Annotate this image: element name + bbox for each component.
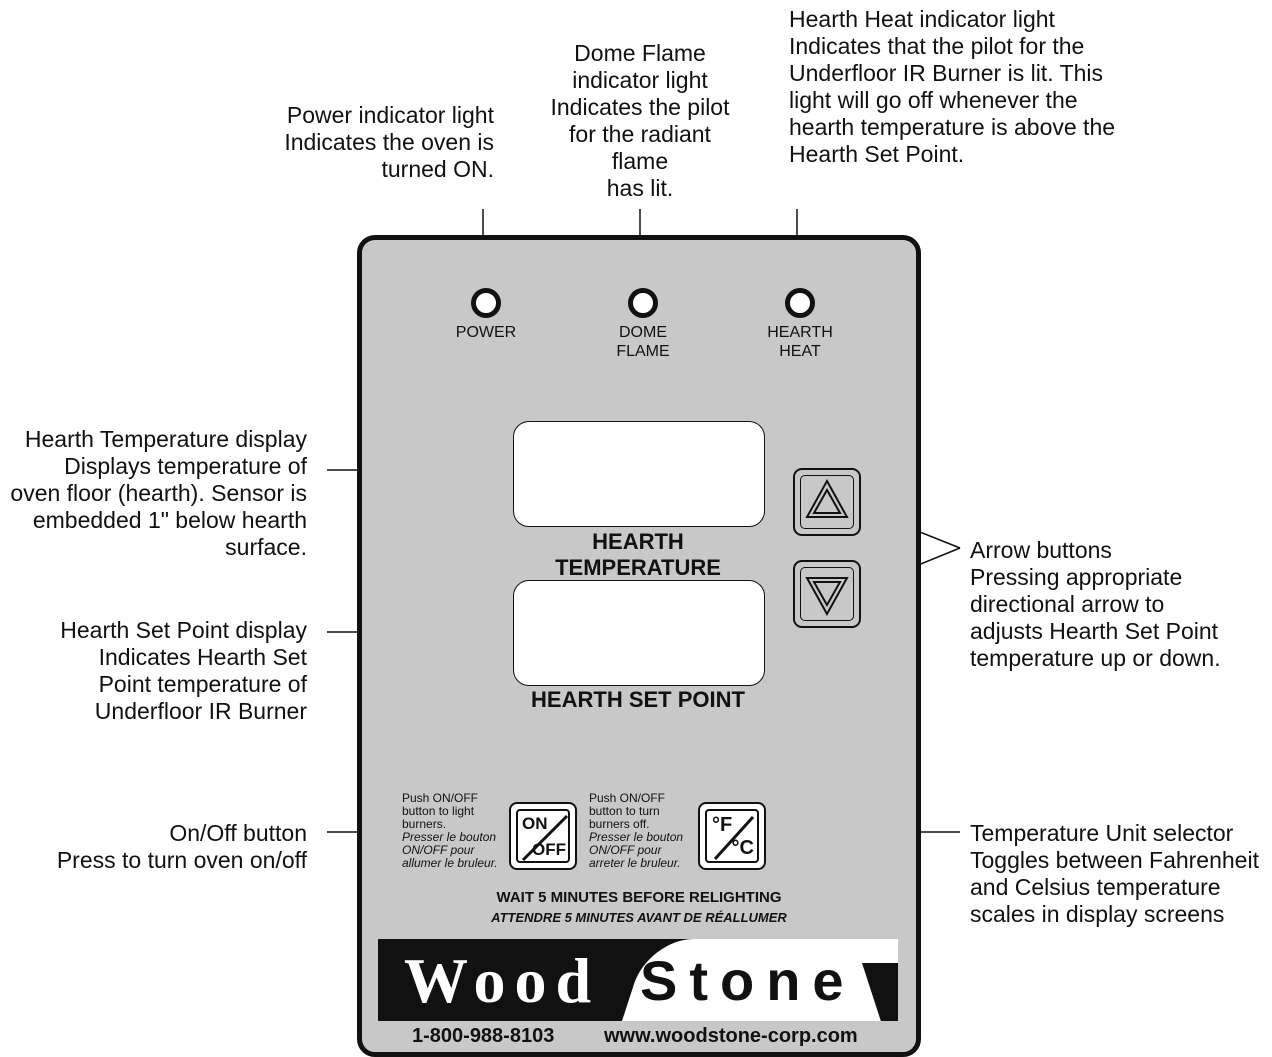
arrows-annotation: Arrow buttons Pressing appropriate direc… [970, 537, 1221, 672]
set-point-annotation-title: Hearth Set Point display [60, 617, 307, 643]
arrow-down-button-bezel [800, 567, 854, 621]
website-url: www.woodstone-corp.com [604, 1025, 858, 1047]
celsius-label: °C [731, 837, 754, 859]
arrows-annotation-line: directional arrow to [970, 591, 1165, 617]
onoff-instructions-line-fr: allumer le bruleur. [402, 856, 498, 870]
hearth-temp-annotation: Hearth Temperature display Displays temp… [10, 426, 307, 561]
hearth-temperature-display [513, 421, 765, 527]
hearth-lamp-label: HEARTH HEAT [755, 323, 845, 361]
arrows-annotation-title: Arrow buttons [970, 537, 1112, 563]
on-off-button[interactable]: ON OFF [509, 802, 577, 870]
hearth-temp-annotation-title: Hearth Temperature display [24, 426, 307, 452]
off-instructions-line: Push ON/OFF [589, 791, 666, 805]
hearth-temp-annotation-line: surface. [225, 534, 307, 560]
unit-annotation: Temperature Unit selector Toggles betwee… [970, 820, 1259, 928]
hearth-temp-annotation-line: embedded 1" below hearth [32, 507, 307, 533]
dome-annotation-title: indicator light [572, 67, 708, 93]
dome-annotation: Dome Flame indicator light Indicates the… [540, 40, 740, 202]
off-instructions-line: button to turn [589, 804, 660, 818]
hearth-temperature-label-line: HEARTH [592, 529, 684, 554]
fahrenheit-label: °F [712, 814, 733, 836]
hearth-temp-annotation-line: oven floor (hearth). Sensor is [10, 480, 307, 506]
hearth-heat-annotation-line: Indicates that the pilot for the [789, 33, 1085, 59]
on-label: ON [522, 814, 548, 833]
hearth-temp-annotation-line: Displays temperature of [64, 453, 307, 479]
power-lamp-label-line: POWER [455, 324, 517, 341]
phone-number: 1-800-988-8103 [412, 1025, 555, 1047]
unit-annotation-line: and Celsius temperature [970, 874, 1221, 900]
hearth-heat-annotation-title: Hearth Heat indicator light [789, 6, 1055, 32]
hearth-heat-indicator-light [785, 288, 815, 318]
dome-lamp-label-line: FLAME [616, 343, 670, 360]
logo-word-wood: Wood [404, 945, 601, 1016]
hearth-temperature-label: HEARTH TEMPERATURE [513, 529, 763, 581]
set-point-annotation: Hearth Set Point display Indicates Heart… [60, 617, 307, 725]
dome-annotation-line: has lit. [606, 175, 674, 201]
onoff-instructions-line-fr: ON/OFF pour [402, 843, 475, 857]
relight-warning-fr: ATTENDRE 5 MINUTES AVANT DE RÉALLUMER [491, 910, 787, 925]
arrow-up-button-bezel [800, 475, 854, 529]
off-label: OFF [532, 840, 566, 859]
woodstone-logo: Wood Stone [378, 939, 898, 1021]
onoff-annotation-line: Press to turn oven on/off [56, 847, 307, 873]
onoff-instructions: Push ON/OFF button to light burners. Pre… [402, 792, 498, 870]
power-annotation: Power indicator light Indicates the oven… [284, 102, 494, 183]
on-off-divider-icon [521, 814, 569, 862]
logo-word-stone: Stone [640, 949, 856, 1012]
hearth-lamp-label-line: HEARTH [767, 324, 833, 341]
temperature-unit-button[interactable]: °F °C [698, 802, 766, 870]
set-point-annotation-line: Indicates Hearth Set [98, 644, 307, 670]
onoff-instructions-line: Push ON/OFF [402, 791, 479, 805]
dome-annotation-title: Dome Flame [574, 40, 706, 66]
hearth-set-point-display [513, 580, 765, 686]
off-instructions-line-fr: Presser le bouton [589, 830, 684, 844]
arrows-annotation-line: Pressing appropriate [970, 564, 1183, 590]
hearth-heat-annotation: Hearth Heat indicator light Indicates th… [789, 6, 1115, 168]
down-arrow-icon [805, 577, 849, 617]
hearth-temperature-label-line: TEMPERATURE [555, 555, 721, 580]
unit-divider-icon [713, 815, 755, 861]
unit-annotation-title: Temperature Unit selector [970, 820, 1234, 846]
arrows-annotation-line: adjusts Hearth Set Point [970, 618, 1219, 644]
onoff-annotation-title: On/Off button [169, 820, 307, 846]
off-instructions-line-fr: arreter le bruleur. [589, 856, 681, 870]
arrow-down-button[interactable] [793, 560, 861, 628]
set-point-annotation-line: Point temperature of [98, 671, 307, 697]
control-panel: POWER DOME FLAME HEARTH HEAT HEARTH TEMP… [357, 235, 921, 1057]
unit-annotation-line: scales in display screens [970, 901, 1225, 927]
dome-annotation-line: for the radiant flame [569, 121, 711, 174]
power-lamp-label: POWER [441, 323, 531, 342]
off-instructions-line-fr: ON/OFF pour [589, 843, 662, 857]
dome-annotation-line: Indicates the pilot [550, 94, 730, 120]
arrow-up-button[interactable] [793, 468, 861, 536]
dome-lamp-label: DOME FLAME [598, 323, 688, 361]
hearth-heat-annotation-line: hearth temperature is above the [789, 114, 1116, 140]
power-indicator-light [471, 288, 501, 318]
on-off-button-face: ON OFF [516, 809, 570, 863]
arrows-annotation-line: temperature up or down. [970, 645, 1221, 671]
set-point-annotation-line: Underfloor IR Burner [94, 698, 307, 724]
off-instructions-line: burners off. [589, 817, 650, 831]
power-annotation-line: Indicates the oven is [284, 129, 494, 155]
onoff-instructions-line: button to light [402, 804, 475, 818]
unit-annotation-line: Toggles between Fahrenheit [970, 847, 1259, 873]
onoff-annotation: On/Off button Press to turn oven on/off [57, 820, 307, 874]
power-annotation-title: Power indicator light [286, 102, 494, 128]
off-instructions: Push ON/OFF button to turn burners off. … [589, 792, 683, 870]
up-arrow-icon [805, 478, 849, 518]
temperature-unit-button-face: °F °C [705, 809, 759, 863]
dome-lamp-label-line: DOME [619, 324, 667, 341]
hearth-heat-annotation-line: Hearth Set Point. [789, 141, 965, 167]
onoff-instructions-line-fr: Presser le bouton [402, 830, 497, 844]
relight-warning: WAIT 5 MINUTES BEFORE RELIGHTING [496, 889, 782, 906]
power-annotation-line: turned ON. [381, 156, 495, 182]
onoff-instructions-line: burners. [402, 817, 447, 831]
hearth-heat-annotation-line: light will go off whenever the [789, 87, 1078, 113]
hearth-heat-annotation-line: Underfloor IR Burner is lit. This [789, 60, 1104, 86]
hearth-set-point-label: HEARTH SET POINT [531, 687, 745, 712]
dome-flame-indicator-light [628, 288, 658, 318]
hearth-lamp-label-line: HEAT [779, 343, 821, 360]
